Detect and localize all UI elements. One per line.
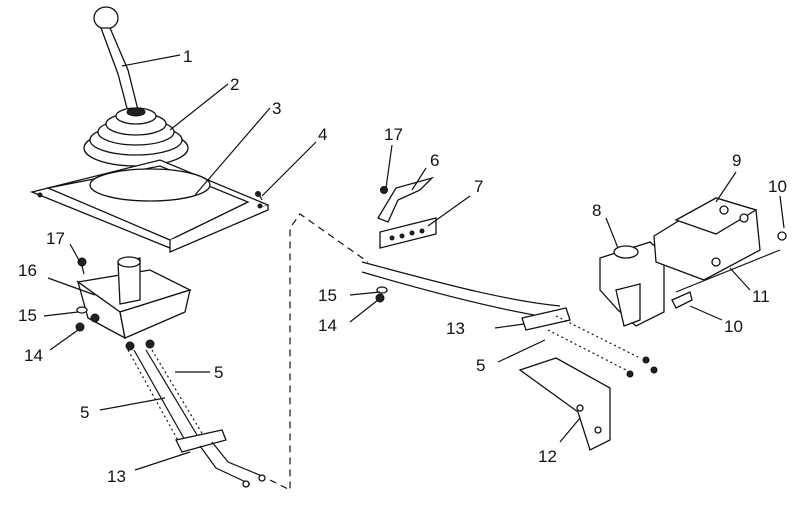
callout-17-right: 17 xyxy=(384,125,403,144)
cable-pair-middle xyxy=(361,261,561,319)
bracket-6 xyxy=(377,176,435,223)
callout-12: 12 xyxy=(538,447,557,466)
callout-16: 16 xyxy=(18,261,37,280)
callout-7: 7 xyxy=(474,177,483,196)
ball-joint-10-upper xyxy=(777,231,787,241)
callout-6: 6 xyxy=(430,151,439,170)
callout-5-lower-left: 5 xyxy=(80,403,89,422)
callout-3: 3 xyxy=(272,99,281,118)
callout-14-right: 14 xyxy=(318,316,337,335)
callout-1: 1 xyxy=(183,47,192,66)
callout-13-right: 13 xyxy=(446,319,465,338)
rod-11 xyxy=(675,249,781,293)
nut-14-left xyxy=(75,322,85,332)
callout-15-left: 15 xyxy=(18,306,37,325)
clamp-13-left xyxy=(175,429,266,488)
callout-10-lower: 10 xyxy=(724,317,743,336)
ball-joint-10-lower xyxy=(671,291,693,309)
callout-2: 2 xyxy=(230,75,239,94)
callout-15-right: 15 xyxy=(318,286,337,305)
bolt-17-right xyxy=(380,186,388,194)
callout-10-upper: 10 xyxy=(768,177,787,196)
bolt-17-left xyxy=(77,257,87,275)
callout-9: 9 xyxy=(732,151,741,170)
callout-11: 11 xyxy=(752,287,770,306)
shift-lever xyxy=(93,6,139,113)
callout-8: 8 xyxy=(592,201,601,220)
selector-housing-8 xyxy=(599,241,665,327)
shifter-housing xyxy=(76,256,192,340)
washer-15-left xyxy=(76,306,88,314)
clamp-13-right xyxy=(521,307,571,331)
mounting-bracket-12 xyxy=(518,357,611,451)
screw xyxy=(255,191,263,201)
callout-17-left: 17 xyxy=(46,229,65,248)
cable-pair-right xyxy=(547,315,658,378)
connection-line xyxy=(269,213,369,491)
shift-tower-9 xyxy=(653,197,761,281)
callout-14-left: 14 xyxy=(24,346,43,365)
callout-5-upper-left: 5 xyxy=(214,363,223,382)
rubber-boot xyxy=(83,107,189,167)
cover-plate xyxy=(29,159,270,253)
callout-13-left: 13 xyxy=(107,467,126,486)
callout-5-right: 5 xyxy=(476,356,485,375)
cable-block-7 xyxy=(379,217,437,249)
cable-pair-left xyxy=(125,339,207,445)
callout-4: 4 xyxy=(318,125,327,144)
leader-lines xyxy=(43,54,785,471)
